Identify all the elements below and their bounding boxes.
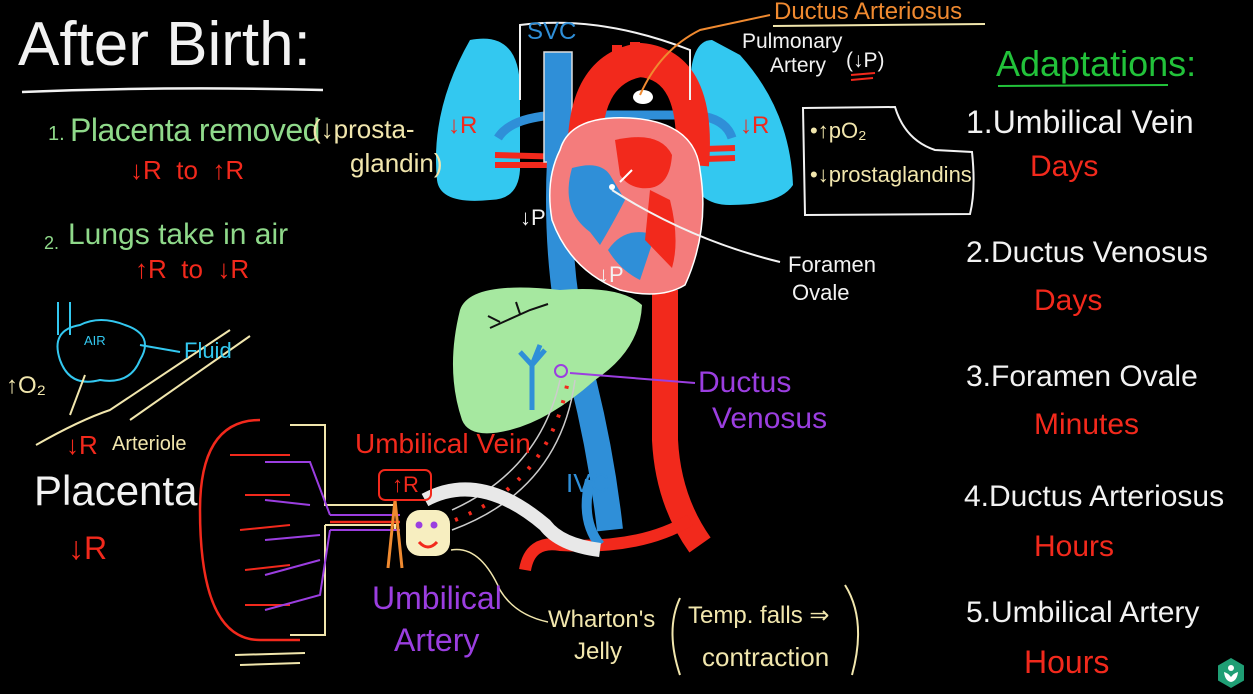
adaptation-label: 4.Ductus Arteriosus <box>964 480 1225 513</box>
alveoli-sketch <box>56 319 146 383</box>
right-atrium-pressure: ↓P <box>520 205 546 230</box>
pulmonary-pressure-label: (↓P) <box>846 49 885 72</box>
pulmonary-artery-label-line2: Artery <box>770 54 827 77</box>
placenta-resistance: ↓R <box>68 530 108 566</box>
adaptations-heading: Adaptations: <box>996 43 1197 84</box>
close-paren <box>844 584 860 676</box>
item2-resistance: ↑R to ↓R <box>135 254 250 284</box>
da-box-bullet2: •↓prostaglandins <box>810 162 972 187</box>
arteriole-label: Arteriole <box>112 433 187 455</box>
arteriole-sketch <box>35 329 251 446</box>
aortic-branch <box>612 45 622 65</box>
temp-falls-line1: Temp. falls ⇒ <box>688 602 830 629</box>
page-title: After Birth: <box>18 10 311 79</box>
temp-falls-line2: contraction <box>702 642 830 672</box>
whartons-jelly-line1: Wharton's <box>548 606 656 633</box>
ductus-venosus-label-line2: Venosus <box>712 402 828 435</box>
umbilical-artery-label-line1: Umbilical <box>372 580 502 616</box>
o2-arrow <box>69 374 86 416</box>
adaptation-label: 1.Umbilical Vein <box>966 104 1194 140</box>
pulmonary-artery-label-line1: Pulmonary <box>742 30 843 53</box>
placenta-base-lines <box>234 652 306 666</box>
right-ventricle <box>608 232 655 280</box>
placenta-label: Placenta <box>34 467 198 514</box>
right-ventricle-pressure: ↓P <box>598 262 624 287</box>
ductus-arteriosus-spot <box>633 90 653 104</box>
adaptation-label: 5.Umbilical Artery <box>966 596 1200 629</box>
adaptation-time: Hours <box>1024 644 1110 680</box>
foramen-ovale-label-line1: Foramen <box>788 252 877 277</box>
aortic-branch <box>648 46 658 66</box>
title-underline <box>21 87 324 94</box>
foramen-ovale-pointer <box>611 189 781 263</box>
left-lung-resistance: ↓R <box>448 112 478 139</box>
ductus-arteriosus-label: Ductus Arteriosus <box>774 0 963 25</box>
adaptation-label: 3.Foramen Ovale <box>966 360 1198 393</box>
umbilical-vein-r-box <box>378 469 432 501</box>
adaptation-time: Hours <box>1034 530 1115 563</box>
umbilical-vein-resistance: ↑R <box>392 472 419 497</box>
ductus-arteriosus-underline <box>772 23 986 27</box>
open-paren <box>671 597 681 676</box>
liver <box>452 287 642 434</box>
left-atrium <box>615 137 672 189</box>
adaptation-label: 2.Ductus Venosus <box>966 236 1208 269</box>
adaptations-underline <box>997 84 1169 87</box>
item1-note-line1: (↓prosta- <box>312 114 415 144</box>
aortic-arch <box>567 42 710 167</box>
item1-resistance: ↓R to ↑R <box>130 155 245 185</box>
portal-vein <box>518 344 547 410</box>
svc-label: SVC <box>527 18 577 45</box>
hepatic-vein-branches <box>487 301 549 329</box>
item2-number: 2. <box>44 233 60 253</box>
foramen-ovale-dot <box>609 184 615 190</box>
adaptation-time: Minutes <box>1034 408 1140 441</box>
ductus-arteriosus-box <box>801 105 975 217</box>
right-lung <box>690 40 793 205</box>
item1-number: 1. <box>48 123 65 145</box>
pressure-underline <box>850 72 876 81</box>
da-box-bullet1: •↑pO₂ <box>810 118 867 143</box>
ductus-venosus-marker <box>554 364 568 378</box>
umbilical-artery-constricted <box>421 482 601 557</box>
placental-villi <box>230 454 291 606</box>
placenta-outline <box>198 418 300 642</box>
fluid-arrow <box>139 344 181 353</box>
adaptation-time: Days <box>1034 284 1103 317</box>
air-label: AIR <box>84 333 106 348</box>
item1-note-line2: glandin) <box>350 148 443 178</box>
right-lung-resistance: ↓R <box>740 112 770 139</box>
ductus-venosus-label-line1: Ductus <box>698 366 792 399</box>
umbilical-artery-label-line2: Artery <box>394 622 480 658</box>
cord-clamp <box>386 499 404 569</box>
item2-text: Lungs take in air <box>68 218 289 251</box>
o2-label: ↑O₂ <box>6 372 46 399</box>
descending-aorta <box>652 290 711 553</box>
iliac-vein <box>581 478 605 549</box>
adaptation-time: Days <box>1030 150 1099 183</box>
item1-text: Placenta removed <box>70 112 320 148</box>
left-lung <box>435 38 520 201</box>
ductus-arteriosus-pointer <box>639 14 771 96</box>
foramen-ovale-label-line2: Ovale <box>792 280 850 305</box>
aortic-branch <box>630 42 640 64</box>
fluid-label: Fluid <box>184 338 232 363</box>
ductus-venosus-pointer <box>569 372 696 384</box>
khan-academy-logo-icon[interactable] <box>1216 657 1246 689</box>
whartons-jelly-pointer <box>450 548 549 623</box>
umbilical-vein-label: Umbilical Vein <box>355 428 531 459</box>
ivc-label: IVC <box>566 468 610 498</box>
left-ventricle <box>645 190 676 268</box>
arteriole-resistance: ↓R <box>66 430 98 460</box>
foramen-flow-arrow <box>619 169 633 183</box>
whartons-jelly-line2: Jelly <box>574 638 623 665</box>
smiley-face <box>406 510 450 556</box>
